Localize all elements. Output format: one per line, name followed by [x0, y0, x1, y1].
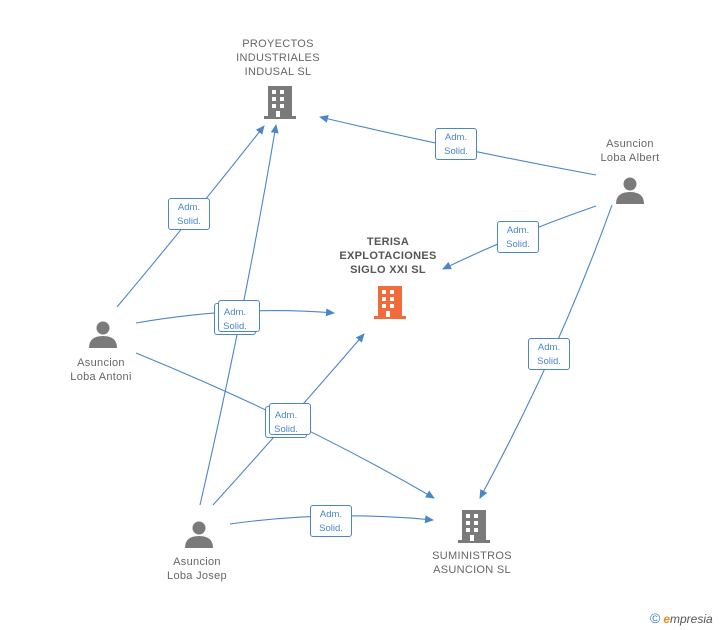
edge-label-albert-suministros: Adm. Solid.: [528, 338, 570, 370]
edge-label-stack-center: Adm. Solid.: [214, 300, 260, 335]
person-icon: [89, 321, 117, 348]
edge-label-line1: Adm.: [444, 132, 468, 143]
edge-label-line2: Solid.: [274, 424, 298, 435]
person-icon: [185, 521, 213, 548]
edge-label-antoni-proyectos: Adm. Solid.: [168, 198, 210, 230]
edge-label-line1: Adm.: [177, 202, 201, 213]
edge-label-line1: Adm.: [319, 509, 343, 520]
edge-label-albert-proyectos: Adm. Solid.: [435, 128, 477, 160]
edge-label-stack-lower: Adm. Solid.: [265, 403, 311, 438]
brand-initial: e: [663, 612, 671, 626]
company-label-suministros[interactable]: SUMINISTROS ASUNCION SL: [432, 550, 512, 576]
building-icon: [264, 86, 296, 119]
brand-name: mpresia: [670, 612, 713, 626]
edge-label-line2: Solid.: [506, 239, 530, 250]
person-label-josep[interactable]: Asuncion Loba Josep: [167, 556, 227, 582]
person-label-antoni[interactable]: Asuncion Loba Antoni: [70, 357, 132, 383]
company-label-terisa[interactable]: TERISA EXPLOTACIONES SIGLO XXI SL: [339, 236, 437, 276]
edge-label-line1: Adm.: [537, 342, 561, 353]
building-icon: [374, 286, 406, 319]
edge-label-line1: Adm.: [506, 225, 530, 236]
copyright-symbol: ©: [650, 610, 661, 626]
brand-logo: ©empresia: [650, 610, 713, 626]
person-icon: [616, 177, 644, 204]
edge-label-line1: Adm.: [223, 307, 247, 318]
edge-label-line2: Solid.: [177, 216, 201, 227]
edge-label-line2: Solid.: [223, 321, 247, 332]
edge-label-josep-suministros: Adm. Solid.: [310, 505, 352, 537]
edge-label-line2: Solid.: [444, 146, 468, 157]
edge-label-line2: Solid.: [319, 523, 343, 534]
edge-label-line2: Solid.: [537, 356, 561, 367]
building-icon: [458, 510, 490, 543]
company-label-proyectos[interactable]: PROYECTOS INDUSTRIALES INDUSAL SL: [236, 38, 320, 78]
edge-label-albert-terisa: Adm. Solid.: [497, 221, 539, 253]
edge-label-line1: Adm.: [274, 410, 298, 421]
person-label-albert[interactable]: Asuncion Loba Albert: [600, 138, 660, 164]
